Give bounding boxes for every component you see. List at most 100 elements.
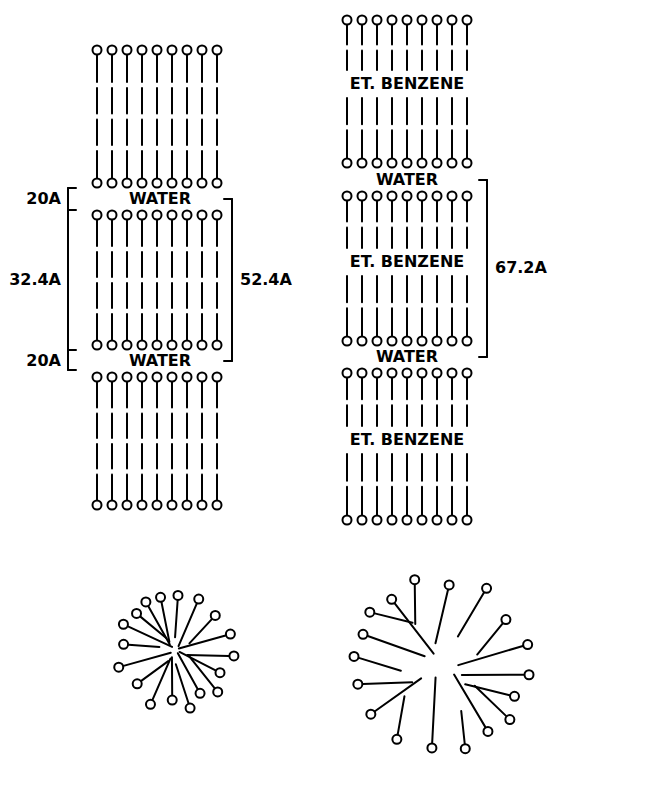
lipid-head — [343, 159, 352, 168]
dimension-tick — [224, 360, 232, 362]
lipid-tail — [346, 130, 348, 158]
lipid-head — [183, 373, 192, 382]
region-label: ET. BENZENE — [348, 431, 466, 449]
lipid-head — [123, 501, 132, 510]
lipid-tail — [171, 55, 173, 82]
lipid-tail — [126, 414, 128, 438]
lipid-tail — [186, 314, 188, 340]
lipid-tail — [216, 151, 218, 178]
lipid-tail — [346, 98, 348, 124]
lipid-tail — [391, 405, 393, 426]
lipid-head — [358, 516, 367, 525]
lipid-head — [525, 670, 534, 679]
lipid-head — [482, 584, 491, 593]
lipid-tail — [141, 252, 143, 277]
dimension-tick — [68, 187, 76, 189]
lipid-tail — [156, 151, 158, 178]
region-label: ET. BENZENE — [348, 253, 466, 271]
micelle-tail — [359, 658, 401, 671]
lipid-tail — [421, 487, 423, 515]
lipid-tail — [111, 88, 113, 114]
lipid-head — [93, 46, 102, 55]
lipid-tail — [406, 98, 408, 124]
lipid-tail — [436, 25, 438, 45]
dimension-label: 20A — [24, 352, 63, 370]
region-label: WATER — [374, 171, 440, 189]
dimension-label: 67.2A — [493, 259, 549, 277]
lipid-tail — [141, 314, 143, 340]
lipid-tail — [451, 454, 453, 481]
lipid-head — [138, 46, 147, 55]
lipid-tail — [436, 276, 438, 302]
lipid-tail — [156, 414, 158, 438]
lipid-head — [501, 615, 510, 624]
lipid-tail — [96, 283, 98, 308]
lipid-tail — [156, 314, 158, 340]
lipid-tail — [171, 414, 173, 438]
lipid-tail — [421, 25, 423, 45]
lipid-tail — [376, 454, 378, 481]
lipid-tail — [216, 88, 218, 114]
lipid-head — [388, 192, 397, 201]
lipid-tail — [111, 120, 113, 146]
lipid-tail — [391, 454, 393, 481]
lipid-tail — [406, 51, 408, 71]
lipid-head — [388, 516, 397, 525]
lipid-tail — [186, 88, 188, 114]
lipid-tail — [391, 308, 393, 336]
lipid-tail — [156, 88, 158, 114]
lipid-head — [108, 341, 117, 350]
lipid-tail — [156, 220, 158, 246]
lipid-tail — [216, 382, 218, 408]
lipid-head — [433, 159, 442, 168]
lipid-tail — [171, 474, 173, 500]
lipid-head — [108, 46, 117, 55]
lipid-head — [388, 16, 397, 25]
lipid-tail — [186, 55, 188, 82]
lipid-tail — [111, 414, 113, 438]
lipid-tail — [111, 252, 113, 277]
lipid-head — [213, 46, 222, 55]
lipid-tail — [361, 130, 363, 158]
lipid-tail — [186, 151, 188, 178]
lipid-head — [373, 159, 382, 168]
lipid-tail — [171, 252, 173, 277]
lipid-head — [358, 16, 367, 25]
lipid-tail — [466, 98, 468, 124]
lipid-tail — [406, 378, 408, 399]
lipid-tail — [421, 98, 423, 124]
lipid-tail — [361, 228, 363, 248]
lipid-tail — [361, 454, 363, 481]
lipid-tail — [201, 382, 203, 408]
lipid-tail — [466, 201, 468, 222]
micelle-tail — [454, 675, 485, 728]
lipid-head — [373, 16, 382, 25]
lipid-tail — [451, 378, 453, 399]
lipid-head — [463, 516, 472, 525]
lipid-tail — [141, 474, 143, 500]
lipid-tail — [96, 151, 98, 178]
lipid-tail — [186, 414, 188, 438]
lipid-head — [373, 369, 382, 378]
lipid-tail — [96, 252, 98, 277]
lipid-head — [108, 211, 117, 220]
lipid-tail — [186, 252, 188, 277]
lipid-tail — [406, 487, 408, 515]
lipid-tail — [346, 201, 348, 222]
lipid-head — [463, 192, 472, 201]
lipid-head — [343, 192, 352, 201]
lipid-tail — [96, 314, 98, 340]
dimension-tick — [479, 179, 487, 181]
lipid-head — [108, 179, 117, 188]
lipid-tail — [361, 405, 363, 426]
lipid-tail — [376, 378, 378, 399]
lipid-head — [198, 373, 207, 382]
lipid-tail — [376, 405, 378, 426]
dimension-label: 32.4A — [7, 271, 63, 289]
lipid-head — [483, 727, 492, 736]
lipid-head — [213, 501, 222, 510]
lipid-tail — [436, 378, 438, 399]
dimension-tick — [68, 209, 76, 211]
lipid-head — [433, 192, 442, 201]
lipid-head — [213, 179, 222, 188]
